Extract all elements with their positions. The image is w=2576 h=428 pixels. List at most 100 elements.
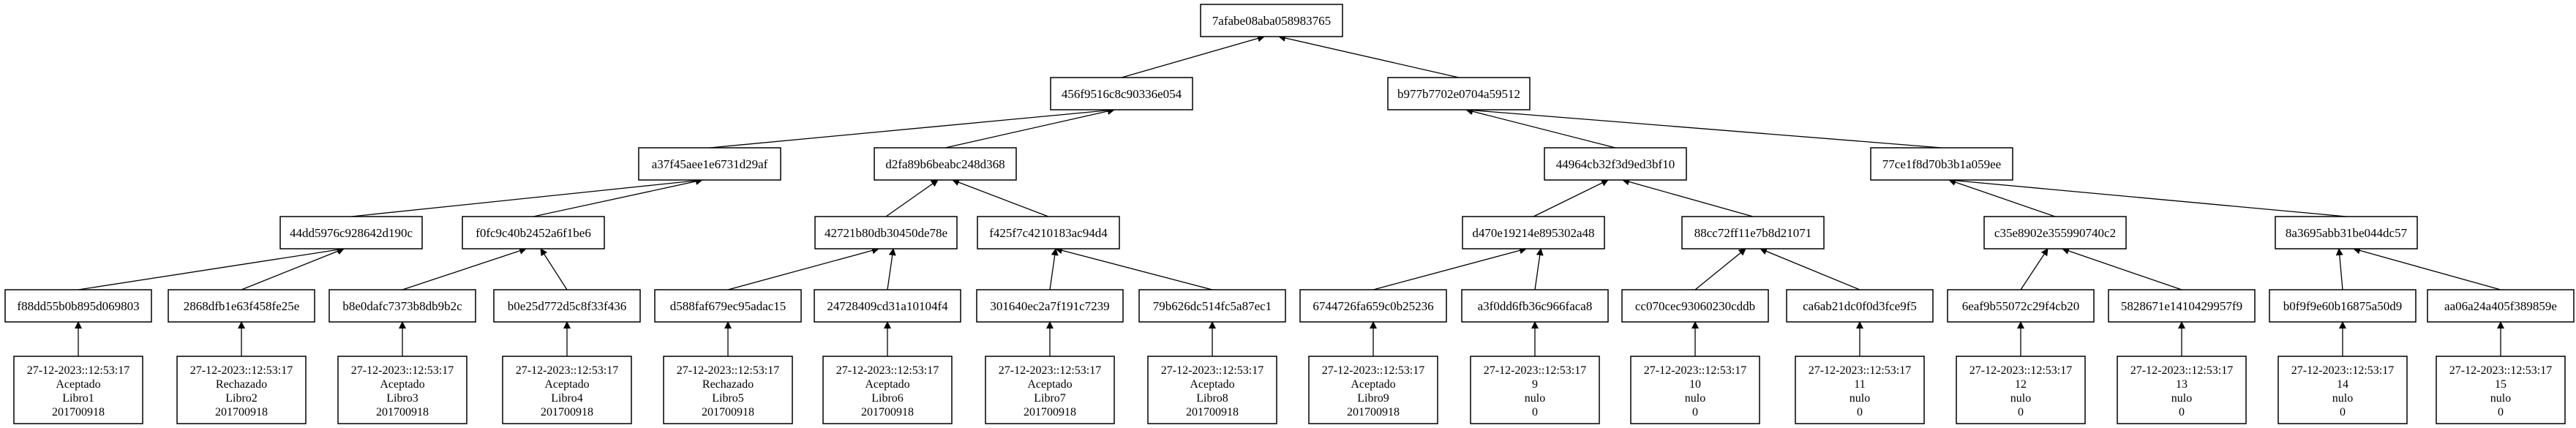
leaf-id: 0 [2018,406,2024,418]
leaf-date: 27-12-2023::12:53:17 [1484,364,1586,377]
leaf-book: Libro1 [62,392,94,405]
leaf-status: 10 [1689,378,1701,391]
tree-edge [1948,179,2056,217]
node-hash-label: 24728409cd31a10104f4 [827,299,948,313]
level3-hash-node: 42721b80db30450de78e [814,216,958,249]
tree-edge [1373,247,1527,290]
leaf-status: Aceptado [380,378,424,391]
leaf-status: Aceptado [1027,378,1072,391]
tree-edge [2062,247,2182,290]
leaf-book: Libro5 [712,392,744,405]
leaf-id: 0 [2498,406,2504,418]
level4-hash-node: cc070cec93060230cddb [1621,289,1769,323]
leaf-date: 27-12-2023::12:53:17 [2130,364,2233,377]
leaf-id: 0 [1532,406,1538,418]
leaf-status: 11 [1854,378,1865,391]
tree-edge [1533,179,1609,217]
level4-hash-node: 2868dfb1e63f458fe25e [168,289,315,323]
tree-edge [540,248,568,290]
tree-edge [78,246,345,290]
node-box [1983,216,2127,249]
node-box [976,289,1124,323]
node-hash-label: 6744726fa659c0b25236 [1313,299,1433,313]
leaf-book: nulo [2010,392,2031,405]
level3-hash-node: f0fc9c40b2452a6f1be6 [462,216,605,249]
tree-edge [2335,248,2343,290]
leaf-box [13,356,143,424]
leaf-date: 27-12-2023::12:53:17 [999,364,1101,377]
tree-edge [1278,34,1460,78]
leaf-box [1470,356,1600,424]
node-box [2108,289,2256,323]
node-box [279,216,423,249]
tree-edge [727,247,879,290]
level3-hash-node: f425f7c4210183ac94d4 [977,216,1120,249]
leaf-status: Rechazado [702,378,754,391]
node-hash-label: f88dd55b0b895d069803 [17,299,139,313]
node-hash-label: a3f0dd6fb36c966faca8 [1478,299,1593,313]
leaf-book: nulo [1850,392,1870,405]
node-box [1947,289,2095,323]
leaf-id: 201700918 [1186,406,1239,418]
node-hash-label: b0e25d772d5c8f33f436 [508,299,626,313]
tree-edge [1622,178,1754,217]
leaf-box [337,356,467,424]
leaf-date: 27-12-2023::12:53:17 [516,364,618,377]
leaf-date: 27-12-2023::12:53:17 [677,364,779,377]
node-box [493,289,641,323]
level4-hash-node: ca6ab21dc0f0d3fce9f5 [1786,289,1934,323]
level4-hash-node: 79b626dc514fc5a87ec1 [1138,289,1286,323]
tree-edge [1760,247,1860,290]
leaf-id: 201700918 [215,406,268,418]
leaf-box [2117,356,2247,424]
tree-edge [1948,176,2347,217]
leaf-date: 27-12-2023::12:53:17 [1161,364,1263,377]
leaf-status: Aceptado [1351,378,1395,391]
node-box [1621,289,1769,323]
level2-hash-node: d2fa89b6beabc248d368 [874,147,1017,181]
leaf-status: 14 [2337,378,2348,391]
leaf-id: 201700918 [52,406,105,418]
level4-hash-node: 301640ec2a7f191c7239 [976,289,1124,323]
tree-edge [952,179,1049,217]
leaf-id: 0 [2179,406,2185,418]
node-hash-label: 2868dfb1e63f458fe25e [184,299,300,313]
leaf-box [2278,356,2408,424]
node-box [1462,216,1605,249]
node-hash-label: d470e19214e895302a48 [1472,226,1594,240]
leaf-data-block: 27-12-2023::12:53:17AceptadoLibro8201700… [1147,356,1277,424]
node-box [1786,289,1934,323]
node-hash-label: 8a3695abb31be044dc57 [2286,226,2408,240]
node-box [2269,289,2417,323]
leaf-id: 201700918 [702,406,754,418]
level3-hash-node: c35e8902e355990740c2 [1983,216,2127,249]
leaf-data-block: 27-12-2023::12:53:17RechazadoLibro520170… [663,356,793,424]
level2-hash-node: a37f45aee1e6731d29af [638,147,781,181]
leaf-date: 27-12-2023::12:53:17 [836,364,939,377]
node-box [1200,4,1343,37]
node-hash-label: 77ce1f8d70b3b1a059ee [1882,157,2001,171]
node-hash-label: b0f9f9e60b16875a50d9 [2283,299,2402,313]
tree-edge [1121,34,1265,78]
node-hash-label: ca6ab21dc0f0d3fce9f5 [1803,299,1917,313]
leaf-data-block: 27-12-2023::12:53:17AceptadoLibro3201700… [337,356,467,424]
leaf-box [985,356,1115,424]
leaf-book: Libro7 [1034,392,1066,405]
leaf-status: Aceptado [56,378,100,391]
leaf-id: 0 [1692,406,1698,418]
node-box [1870,147,2013,181]
node-box [814,216,958,249]
tree-edge [1534,248,1544,290]
node-hash-label: 42721b80db30450de78e [825,226,947,240]
leaf-status: Aceptado [1190,378,1234,391]
level1-hash-node: b977b7702e0704a59512 [1387,77,1531,110]
leaf-data-block: 27-12-2023::12:53:17RechazadoLibro220170… [176,356,307,424]
level2-hash-node: 44964cb32f3d9ed3bf10 [1544,147,1687,181]
node-hash-label: 79b626dc514fc5a87ec1 [1153,299,1272,313]
node-hash-label: a37f45aee1e6731d29af [652,157,768,171]
leaf-box [822,356,953,424]
